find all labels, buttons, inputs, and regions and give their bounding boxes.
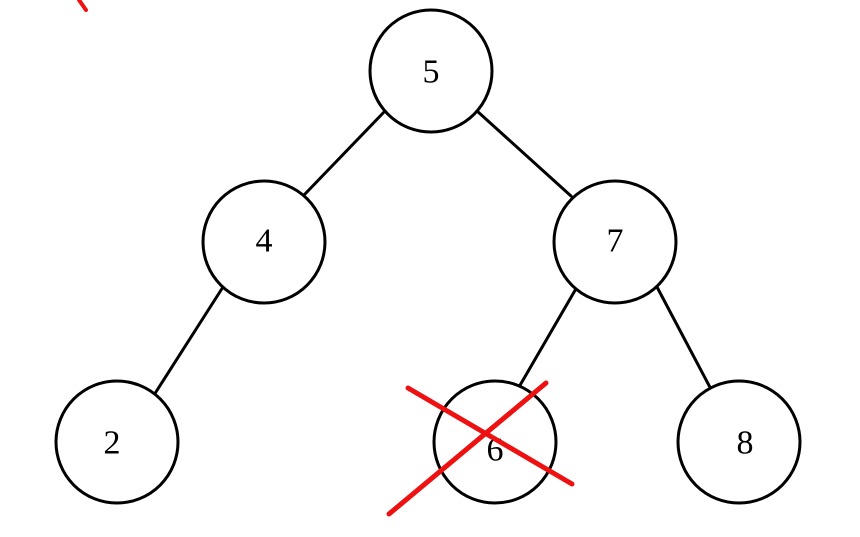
node-7-label: 7 bbox=[607, 223, 624, 260]
node-4-circle[interactable] bbox=[201, 179, 327, 305]
node-2-circle[interactable] bbox=[54, 379, 180, 505]
cross-stroke-1 bbox=[405, 385, 575, 487]
node-8-label: 8 bbox=[737, 425, 754, 462]
node-4-label: 4 bbox=[256, 223, 273, 260]
node-6-circle[interactable] bbox=[432, 379, 558, 505]
edge-group bbox=[152, 109, 715, 397]
node-8[interactable]: 8 bbox=[676, 379, 802, 505]
node-5[interactable]: 5 bbox=[368, 8, 494, 134]
node-8-circle[interactable] bbox=[676, 379, 802, 505]
edge-5-4 bbox=[303, 109, 387, 196]
node-6[interactable]: 6 bbox=[432, 379, 558, 505]
node-2[interactable]: 2 bbox=[54, 379, 180, 505]
node-5-circle[interactable] bbox=[368, 8, 494, 134]
edge-5-7 bbox=[475, 109, 573, 198]
cross-stroke-2 bbox=[386, 380, 549, 517]
node-5-label: 5 bbox=[423, 54, 440, 91]
node-7-circle[interactable] bbox=[552, 179, 678, 305]
edge-7-6 bbox=[517, 285, 579, 389]
edge-7-8 bbox=[655, 285, 715, 395]
corner-red-mark bbox=[77, 0, 88, 12]
delete-cross-mark-node-6 bbox=[386, 380, 575, 517]
node-7[interactable]: 7 bbox=[552, 179, 678, 305]
node-4[interactable]: 4 bbox=[201, 179, 327, 305]
node-2-label: 2 bbox=[104, 425, 121, 462]
corner-mark-stroke bbox=[77, 0, 88, 12]
edge-4-2 bbox=[152, 285, 225, 397]
